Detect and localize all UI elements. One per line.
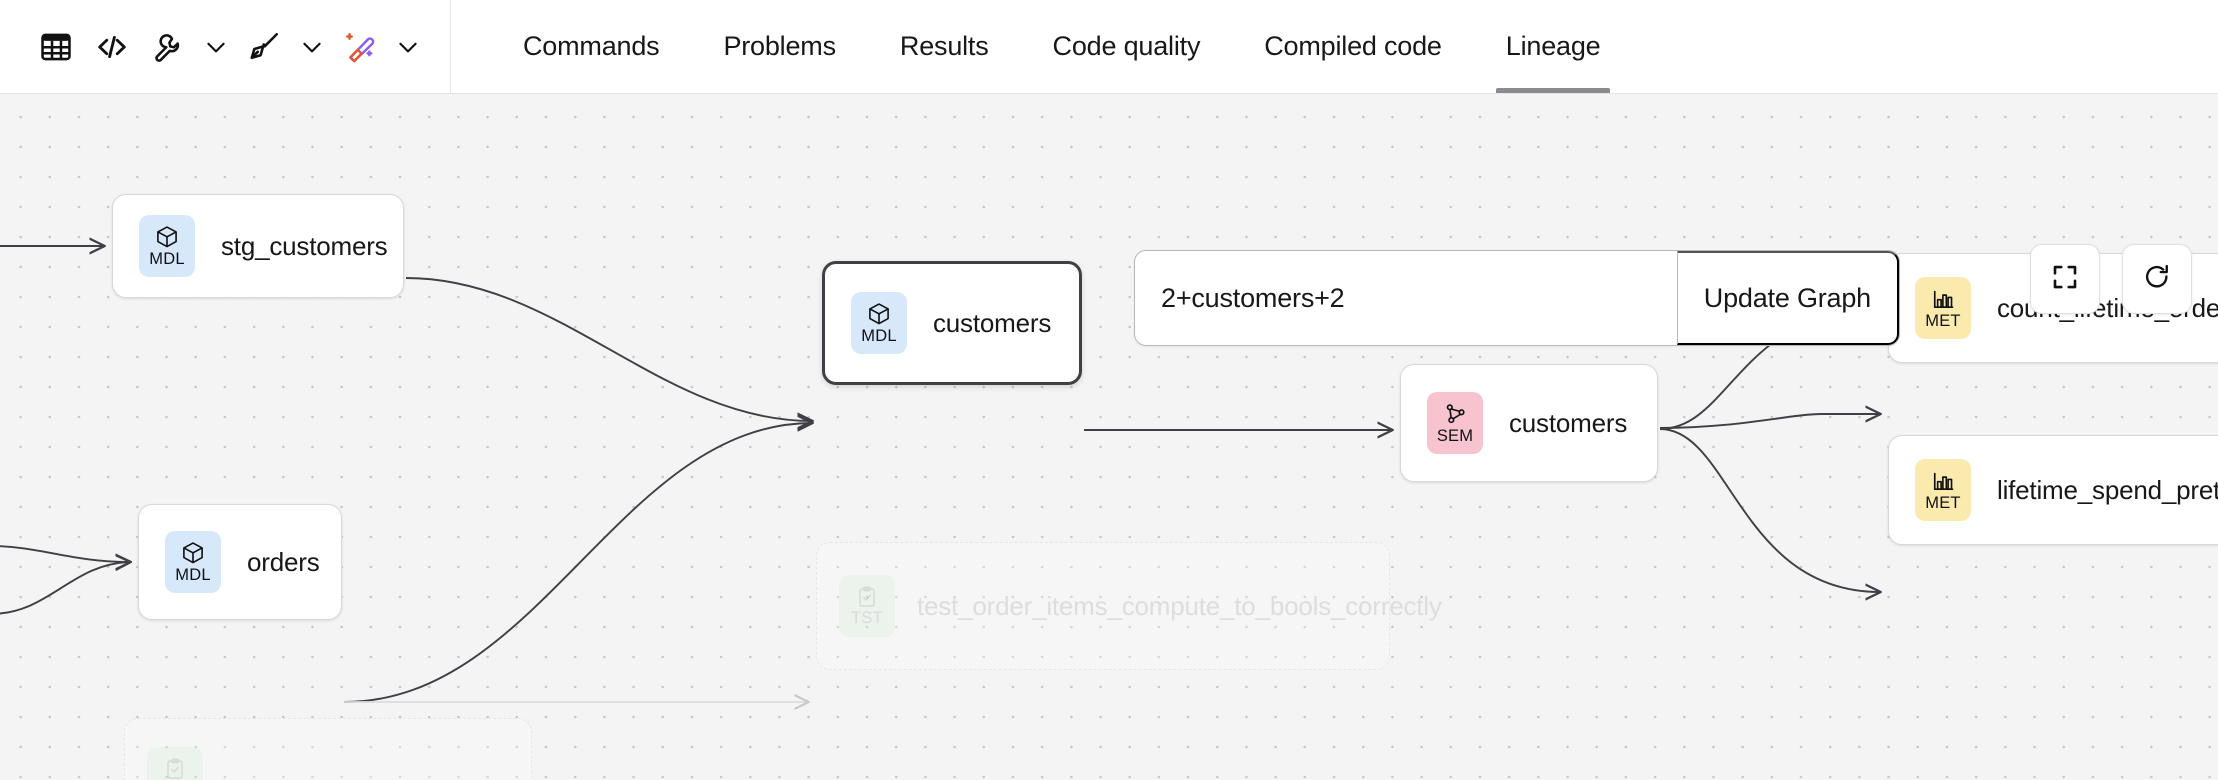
- fit-view-button[interactable]: [2030, 244, 2100, 314]
- node-type-badge-met: MET: [1915, 277, 1971, 339]
- chevron-down-icon[interactable]: [388, 19, 428, 75]
- node-label: lifetime_spend_pretax: [1997, 474, 2218, 505]
- badge-label: MET: [1925, 493, 1961, 512]
- lineage-node-lifetime-spend-pretax[interactable]: MET lifetime_spend_pretax: [1888, 435, 2218, 545]
- lineage-node-test-order-items[interactable]: TST test_order_items_compute_to_bools_co…: [816, 542, 1442, 670]
- node-label: customers: [1509, 407, 1628, 438]
- node-label: orders: [247, 546, 320, 577]
- node-label: test_order_items_compute_to_bools_correc…: [917, 590, 1442, 621]
- chevron-down-icon[interactable]: [196, 19, 236, 75]
- chevron-down-icon[interactable]: [292, 19, 332, 75]
- lineage-node-test-partial[interactable]: TST: [124, 718, 532, 780]
- lineage-node-orders[interactable]: MDL orders: [138, 504, 342, 620]
- editor-tabs: Commands Problems Results Code quality C…: [451, 0, 1632, 93]
- edge-sem-to-lifetime-spend-pretax: [1659, 428, 1880, 592]
- lineage-search-panel: Update Graph: [1134, 250, 1900, 346]
- lineage-node-customers-mdl[interactable]: MDL customers: [822, 261, 1082, 385]
- node-type-badge-tst: TST: [147, 747, 203, 780]
- node-type-badge-met: MET: [1915, 459, 1971, 521]
- lineage-node-stg-customers[interactable]: MDL stg_customers: [112, 194, 404, 298]
- ai-assist-group: [332, 19, 428, 75]
- node-type-badge-tst: TST: [839, 575, 895, 637]
- fit-view-icon: [2050, 262, 2080, 297]
- node-type-badge-mdl: MDL: [139, 215, 195, 277]
- node-type-badge-mdl: MDL: [851, 292, 907, 354]
- tab-problems[interactable]: Problems: [723, 31, 836, 61]
- tab-commands[interactable]: Commands: [523, 31, 660, 61]
- table-view-icon[interactable]: [28, 19, 84, 75]
- edge-orders-to-customers: [343, 423, 812, 703]
- badge-label: MDL: [175, 566, 211, 585]
- tab-compiled-code[interactable]: Compiled code: [1264, 31, 1442, 61]
- broom-icon[interactable]: [236, 19, 292, 75]
- editor-header: Commands Problems Results Code quality C…: [0, 0, 2218, 94]
- badge-label: SEM: [1436, 427, 1474, 446]
- badge-label: MET: [1925, 311, 1961, 330]
- lineage-node-customers-sem[interactable]: SEM customers: [1400, 364, 1658, 482]
- node-label: customers: [933, 307, 1052, 338]
- badge-label: TST: [851, 609, 883, 628]
- lineage-canvas[interactable]: MDL stg_customers MDL orders: [0, 94, 2218, 780]
- magic-wand-icon[interactable]: [332, 19, 388, 75]
- tab-lineage[interactable]: Lineage: [1474, 0, 1633, 93]
- reset-graph-button[interactable]: [2122, 244, 2192, 314]
- code-icon[interactable]: [84, 19, 140, 75]
- reset-graph-icon: [2142, 262, 2172, 297]
- edge-in-orders-b: [0, 562, 130, 615]
- lineage-search-input[interactable]: [1135, 251, 1677, 345]
- node-type-badge-mdl: MDL: [165, 531, 221, 593]
- wrench-icon[interactable]: [140, 19, 196, 75]
- editor-toolbar: [0, 0, 451, 93]
- edge-stg-customers-to-customers: [405, 277, 812, 421]
- lineage-canvas-controls: [2030, 244, 2192, 314]
- edge-in-orders-a: [0, 545, 130, 562]
- badge-label: MDL: [149, 250, 185, 269]
- tab-results[interactable]: Results: [899, 31, 989, 61]
- format-group: [236, 19, 332, 75]
- tab-code-quality[interactable]: Code quality: [1052, 31, 1201, 61]
- node-label: stg_customers: [221, 230, 388, 261]
- update-graph-button[interactable]: Update Graph: [1676, 251, 1899, 345]
- badge-label: MDL: [861, 327, 897, 346]
- tools-group: [140, 19, 236, 75]
- edge-sem-to-count-lifetime-orders: [1659, 414, 1880, 429]
- node-type-badge-sem: SEM: [1427, 392, 1483, 454]
